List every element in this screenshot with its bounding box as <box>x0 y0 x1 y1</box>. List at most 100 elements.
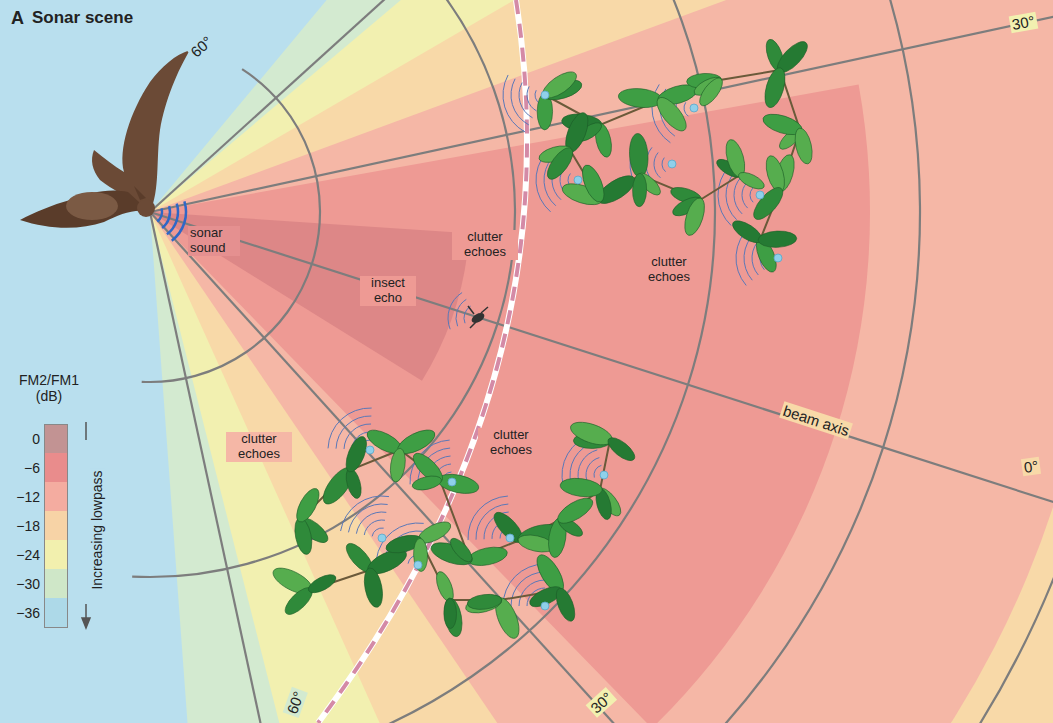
echo-waves <box>328 75 771 606</box>
echo-arc <box>341 496 389 531</box>
insect <box>468 306 488 328</box>
leaf <box>388 447 407 483</box>
leaf <box>568 418 615 450</box>
leaf <box>442 597 465 638</box>
grid-arc <box>132 0 515 577</box>
legend-swatch <box>44 511 68 540</box>
sonar-arc <box>167 204 178 235</box>
range-arc <box>318 0 527 723</box>
leaf <box>413 538 428 572</box>
leaf <box>343 467 364 500</box>
legend-value: −18 <box>16 518 40 534</box>
reflector-dot <box>541 91 549 99</box>
echo-arc <box>750 188 753 202</box>
leaf <box>436 471 480 497</box>
legend-value: −12 <box>16 489 40 505</box>
echo-arc <box>519 83 533 118</box>
echo-arc <box>654 152 660 177</box>
reflector-dot <box>506 534 514 542</box>
legend-value: −6 <box>24 460 40 476</box>
reflector-dot <box>366 446 374 454</box>
leaf <box>543 144 578 183</box>
angle-tick: 0° <box>1021 457 1042 477</box>
echo-arc <box>364 520 385 535</box>
leaf <box>652 93 691 135</box>
heat-band <box>150 84 870 723</box>
leaf <box>604 434 638 465</box>
grid-ray <box>150 212 1053 723</box>
legend-value: −36 <box>16 605 40 621</box>
sonar-arc <box>172 201 186 240</box>
leaf <box>464 592 504 616</box>
grid-ray <box>150 0 1053 212</box>
callout-label: clutter echoes <box>226 432 292 462</box>
leaf <box>736 169 767 192</box>
leaf <box>361 566 385 608</box>
echo-arc <box>527 86 536 110</box>
echo-arc <box>662 158 666 172</box>
leaf <box>539 67 581 103</box>
leaf <box>618 87 664 110</box>
grid-arc <box>102 0 1053 723</box>
leaf <box>553 586 579 624</box>
reflector-dot <box>448 478 456 486</box>
legend-swatch <box>44 424 68 454</box>
leaf <box>466 593 502 612</box>
reflector-dot <box>690 104 698 112</box>
grid-ray <box>150 212 467 723</box>
leaf <box>632 173 647 207</box>
reflector-dot <box>574 176 582 184</box>
sonar-waves <box>157 201 186 240</box>
legend-swatch <box>44 482 68 511</box>
echo-arc <box>586 458 599 480</box>
angle-tick: 60° <box>186 31 217 62</box>
echo-arc <box>503 75 525 132</box>
bat <box>20 50 190 228</box>
leaf <box>306 571 339 596</box>
grid-arc <box>142 69 320 382</box>
leaf <box>447 535 476 565</box>
echo-arc <box>684 102 688 116</box>
legend-value: 0 <box>32 431 40 447</box>
callout-label: insect echo <box>360 276 416 306</box>
callout-label: sonar sound <box>188 226 240 256</box>
leaf <box>554 493 596 528</box>
leaf <box>433 569 457 603</box>
reflector-dot <box>378 534 386 542</box>
grid-arc <box>122 0 715 723</box>
insect-echo-arc <box>456 299 466 326</box>
legend-swatch <box>44 569 68 598</box>
leaf <box>578 162 608 205</box>
echo-arc <box>356 512 386 534</box>
leaf <box>444 598 457 628</box>
polar-grid <box>102 0 1053 723</box>
sonar-arc <box>157 208 162 221</box>
leaf <box>696 75 727 110</box>
echo-arc <box>511 79 529 125</box>
branch <box>545 70 800 240</box>
legend-swatch <box>44 598 68 628</box>
insect-echo-arc <box>448 293 462 330</box>
leaf <box>761 66 789 110</box>
echo-arc <box>742 183 748 208</box>
leaf <box>466 544 509 569</box>
heat-band <box>150 212 469 381</box>
leaf <box>559 476 603 499</box>
branch <box>310 540 560 600</box>
leaf <box>749 183 788 224</box>
leaf <box>628 133 649 178</box>
leaf <box>292 485 323 525</box>
panel-title: Sonar scene <box>30 8 135 28</box>
reflector-dots <box>366 91 782 610</box>
legend-value: −24 <box>16 547 40 563</box>
panel-letter: A <box>9 8 26 29</box>
range-arc-dash <box>318 0 527 723</box>
grid-arc <box>112 0 920 723</box>
axis-note: Increasing lowpass <box>89 469 105 592</box>
leaf <box>342 434 371 475</box>
callout-label: clutter echoes <box>636 255 702 285</box>
grid-ray <box>150 0 1053 212</box>
legend-title: FM2/FM1 (dB) <box>12 372 86 404</box>
legend-swatch <box>44 453 68 482</box>
